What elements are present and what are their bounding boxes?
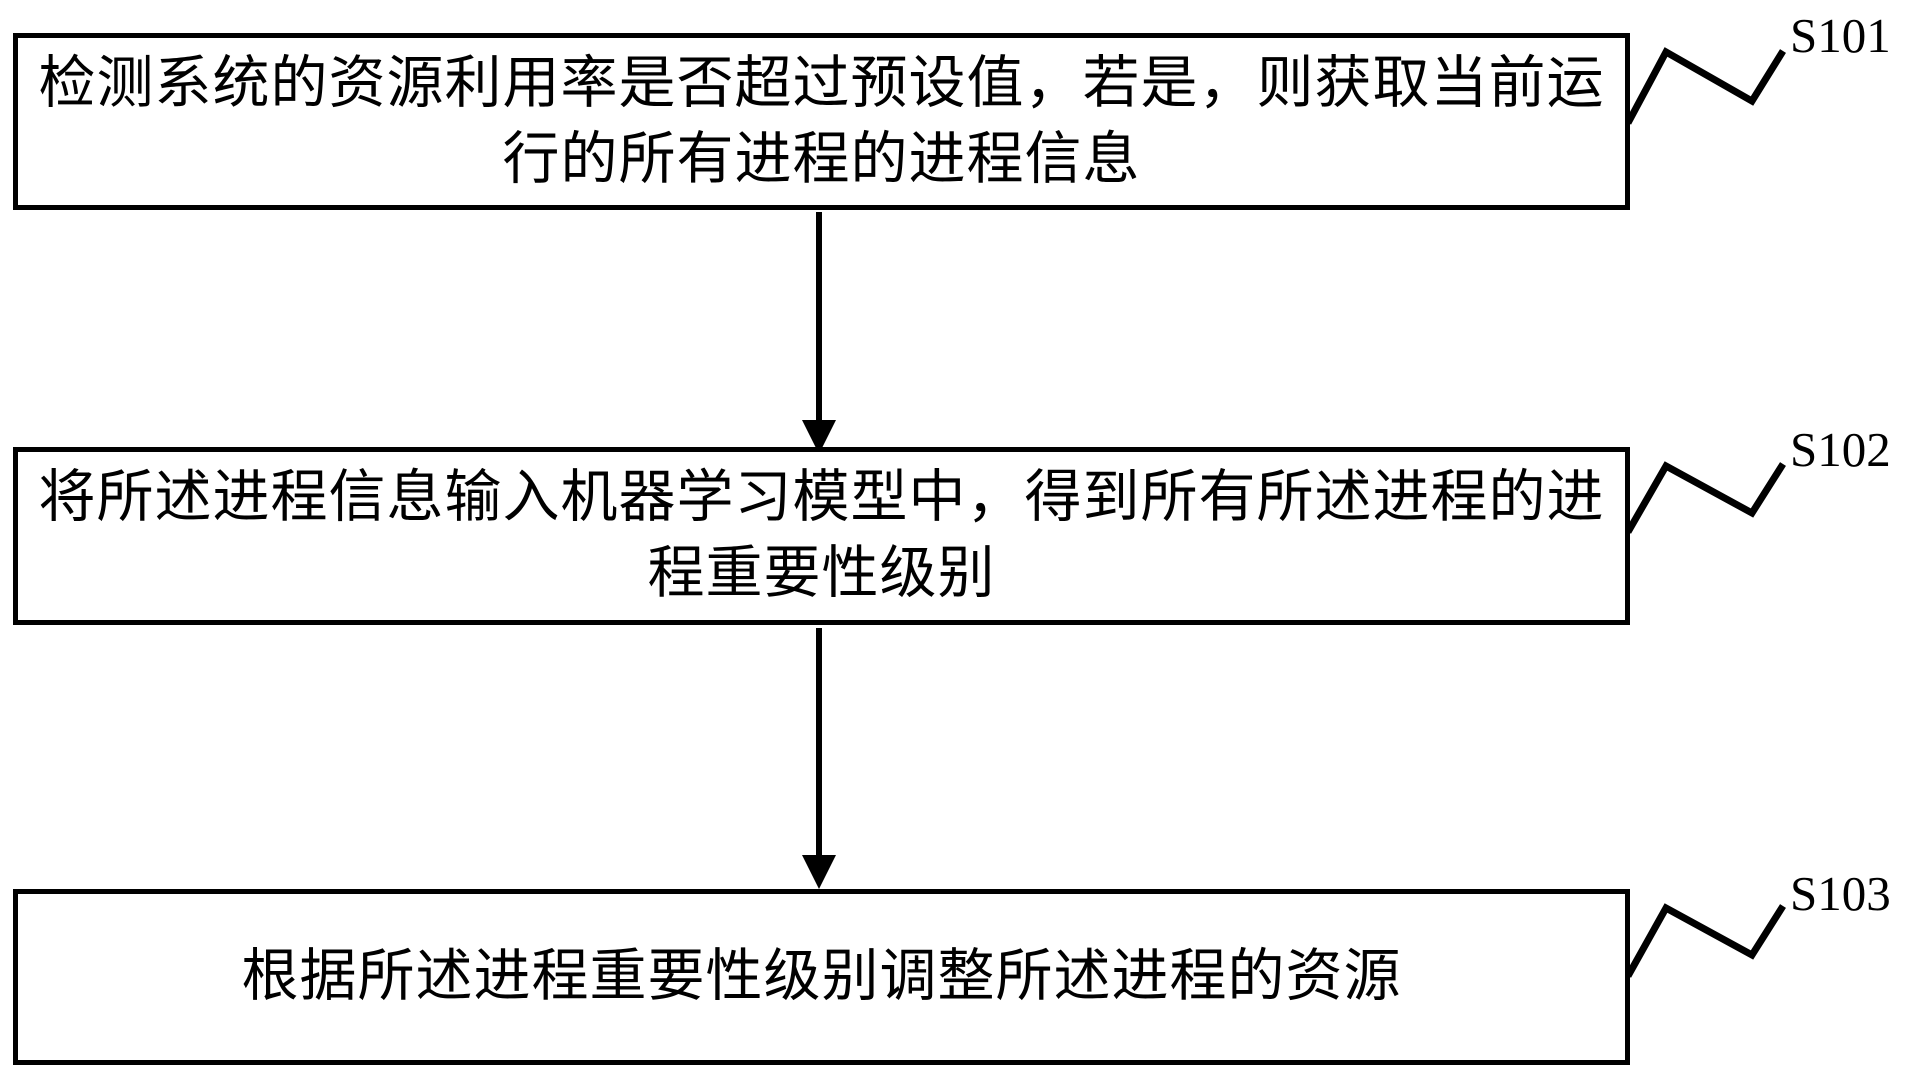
zigzag-leader-s101: [1624, 47, 1786, 125]
zigzag-leader-s102: [1624, 461, 1786, 534]
step-box-s103: 根据所述进程重要性级别调整所述进程的资源: [13, 889, 1630, 1065]
arrowhead-icon: [802, 855, 836, 889]
step-box-s101: 检测系统的资源利用率是否超过预设值，若是，则获取当前运 行的所有进程的进程信息: [13, 33, 1630, 210]
step-s101-text-line-1: 检测系统的资源利用率是否超过预设值，若是，则获取当前运: [38, 51, 1605, 115]
zigzag-leader-s103: [1624, 903, 1786, 978]
step-s101-text-line-2: 行的所有进程的进程信息: [502, 127, 1141, 191]
step-label-s102: S102: [1790, 422, 1891, 477]
down-arrow-2: [802, 628, 836, 889]
down-arrow-1: [802, 212, 836, 454]
step-s102-text-line-2: 程重要性级别: [647, 542, 996, 605]
step-label-s101: S101: [1790, 8, 1891, 63]
step-box-s102: 将所述进程信息输入机器学习模型中，得到所有所述进程的进 程重要性级别: [13, 447, 1630, 625]
step-s102-text-line-1: 将所述进程信息输入机器学习模型中，得到所有所述进程的进: [38, 466, 1605, 529]
step-label-s103: S103: [1790, 866, 1891, 921]
step-s103-text-line-1: 根据所述进程重要性级别调整所述进程的资源: [241, 945, 1402, 1008]
